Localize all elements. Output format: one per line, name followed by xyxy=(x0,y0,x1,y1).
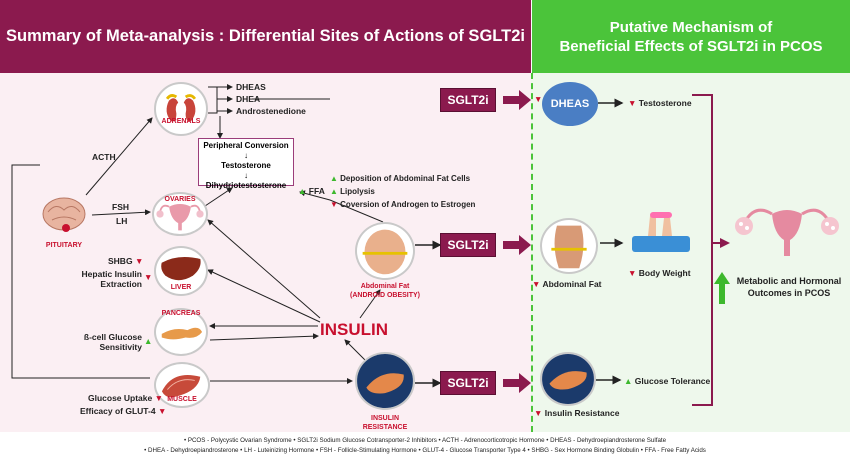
up-arrow-icon: ▲ xyxy=(330,187,338,196)
insulin-label: INSULIN xyxy=(320,320,388,339)
pancreas-icon xyxy=(161,327,203,340)
right-header: Putative Mechanism of Beneficial Effects… xyxy=(532,0,850,73)
pcos-uterus-image xyxy=(728,200,846,262)
footer-line1: • PCOS - Polycystic Ovarian Syndrome • S… xyxy=(183,437,667,444)
androstenedione-label: Androstenedione xyxy=(236,106,306,116)
abdominal-fat-outcome-image xyxy=(540,218,598,274)
muscle-label: MUSCLE xyxy=(167,396,197,403)
down-arrow-icon: ▼ xyxy=(330,200,338,209)
adrenals-image xyxy=(154,82,208,136)
conversion-arrow-1: ↓ xyxy=(244,151,248,160)
liver-image xyxy=(154,246,208,296)
arrow-1-icon xyxy=(503,90,531,110)
left-header: Summary of Meta-analysis : Differential … xyxy=(0,0,531,73)
body-weight-outcome: ▼ Body Weight xyxy=(628,268,691,278)
adrenals-label: ADRENALS xyxy=(161,118,201,125)
dheas-bubble: DHEAS xyxy=(542,82,598,126)
dhea-label: DHEA xyxy=(236,94,261,104)
kidney-icon xyxy=(165,94,197,122)
sglt2i-box-1: SGLT2i xyxy=(440,88,496,112)
scale-icon xyxy=(632,212,690,252)
ffa-label: ▲ FFA xyxy=(298,186,325,196)
insulin-resistance-outcome: ▼ Insulin Resistance xyxy=(534,408,620,418)
dheas-bubble-label: DHEAS xyxy=(550,98,590,110)
abdominal-fat-image xyxy=(355,222,415,280)
glucose-tolerance-outcome: ▲ Glucose Tolerance xyxy=(624,376,711,386)
muscle-image xyxy=(154,362,210,408)
down-arrow-icon: ▼ xyxy=(628,268,637,278)
ovaries-image xyxy=(152,192,208,236)
ovaries-label: OVARIES xyxy=(164,196,196,203)
peripheral-conversion-box: Peripheral Conversion ↓ Testosterone ↓ D… xyxy=(198,138,294,190)
sglt2i-box-2: SGLT2i xyxy=(440,233,496,257)
abdominal-fat-label: Abdominal Fat (ANDROID OBESITY) xyxy=(350,283,420,299)
pancreas-label: PANCREAS xyxy=(161,310,201,317)
down-arrow-icon: ▼ xyxy=(628,98,637,108)
testosterone-outcome: ▼ Testosterone xyxy=(628,98,692,108)
right-header-title-line1: Putative Mechanism of xyxy=(609,18,773,36)
scale-image xyxy=(628,206,694,262)
insulin-resistance-outcome-image xyxy=(540,352,596,406)
ffa-item-3: ▼ Coversion of Androgen to Estrogen xyxy=(330,200,476,209)
down-arrow-icon: ▼ xyxy=(532,279,541,289)
liver-icon xyxy=(161,256,201,281)
ffa-item-2: ▲ Lipolysis xyxy=(330,187,375,196)
final-up-arrow-icon xyxy=(714,272,730,304)
conversion-line3: Dihydriotestosterone xyxy=(205,181,287,190)
waist-icon xyxy=(551,225,587,269)
brain-icon xyxy=(42,197,86,232)
up-arrow-icon: ▲ xyxy=(330,174,338,183)
fsh-label: FSH xyxy=(112,202,129,212)
down-arrow-icon: ▼ xyxy=(154,393,164,403)
down-arrow-icon: ▼ xyxy=(157,406,167,416)
uterus-icon xyxy=(735,208,839,256)
glut4-label: Efficacy of GLUT-4 ▼ xyxy=(80,406,167,416)
lh-label: LH xyxy=(116,216,128,226)
ffa-item-1: ▲ Deposition of Abdominal Fat Cells xyxy=(330,174,471,183)
up-arrow-icon: ▲ xyxy=(624,376,633,386)
final-outcome-label: Metabolic and Hormonal Outcomes in PCOS xyxy=(736,276,842,298)
acth-label: ACTH xyxy=(92,152,116,162)
hepatic-insulin-label: Hepatic Insulin Extraction xyxy=(81,269,142,289)
abbreviations-footer: • PCOS - Polycystic Ovarian Syndrome • S… xyxy=(0,436,850,456)
insulin-resistance-label: INSULIN RESISTANCE xyxy=(362,415,408,431)
pancreas-cell-icon xyxy=(357,354,413,408)
liver-label: LIVER xyxy=(170,284,192,291)
pituitary-image xyxy=(40,194,88,238)
down-arrow-icon: ▼ xyxy=(134,256,144,266)
pancreas-cell-icon xyxy=(542,354,594,404)
muscle-icon xyxy=(161,374,201,398)
beta-cell-label: ß-cell Glucose Sensitivity xyxy=(83,332,142,352)
pituitary-label: PITUITARY xyxy=(45,242,83,249)
dheas-label: DHEAS xyxy=(236,82,266,92)
abdominal-fat-outcome: ▼ Abdominal Fat xyxy=(532,279,602,289)
shbg-label: SHBG ▼ xyxy=(108,256,144,266)
dheas-down-icon: ▼ xyxy=(534,94,543,104)
sglt2i-box-3: SGLT2i xyxy=(440,371,496,395)
arrow-2-icon xyxy=(503,235,531,255)
conversion-line2: Testosterone xyxy=(221,161,271,170)
uterus-icon xyxy=(156,204,204,231)
conversion-arrow-2: ↓ xyxy=(244,171,248,180)
conversion-line1: Peripheral Conversion xyxy=(203,141,289,150)
right-header-title-line2: Beneficial Effects of SGLT2i in PCOS xyxy=(559,37,823,55)
insulin-resistance-image xyxy=(355,352,415,410)
pancreas-image xyxy=(154,308,208,356)
footer-line2: • DHEA - Dehydroepiandrosterone • LH - L… xyxy=(144,447,706,454)
left-header-title: Summary of Meta-analysis : Differential … xyxy=(6,27,525,45)
beta-cell-up-icon: ▲ xyxy=(144,336,153,346)
glucose-uptake-label: Glucose Uptake ▼ xyxy=(88,393,164,403)
arrow-3-icon xyxy=(503,373,531,393)
ffa-up-icon: ▲ xyxy=(298,186,307,196)
hepatic-down-icon: ▼ xyxy=(144,272,153,282)
belly-icon xyxy=(362,229,408,275)
down-arrow-icon: ▼ xyxy=(534,408,543,418)
